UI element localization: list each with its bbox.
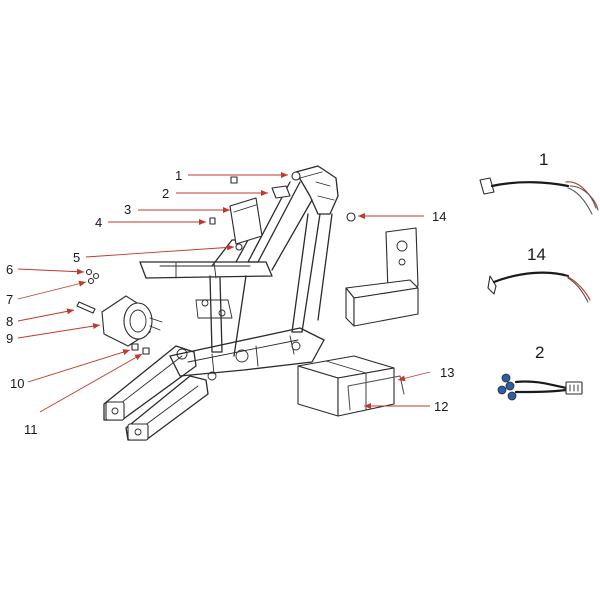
callout-12: 12 bbox=[434, 399, 448, 414]
callout-13: 13 bbox=[440, 365, 454, 380]
callout-labels: 1 2 3 4 5 6 7 8 9 10 11 12 13 14 bbox=[6, 168, 454, 437]
callout-5: 5 bbox=[73, 250, 80, 265]
inset-part-14: 14 bbox=[487, 245, 591, 303]
leader-6 bbox=[17, 268, 85, 275]
callout-10: 10 bbox=[10, 376, 24, 391]
callout-7: 7 bbox=[6, 292, 13, 307]
leader-7 bbox=[17, 280, 87, 300]
leader-9 bbox=[17, 323, 101, 339]
motor bbox=[101, 295, 163, 347]
leader-13 bbox=[397, 371, 431, 382]
leader-5 bbox=[85, 244, 235, 258]
inset-part-2: 2 bbox=[497, 343, 583, 401]
inset-part-1: 1 bbox=[479, 150, 599, 215]
callout-14: 14 bbox=[432, 209, 446, 224]
callout-11: 11 bbox=[24, 422, 38, 437]
battery-tray bbox=[345, 227, 419, 327]
inset-label-1: 1 bbox=[539, 150, 548, 169]
fasteners bbox=[76, 171, 356, 355]
leader-10 bbox=[27, 349, 131, 383]
batteries bbox=[297, 355, 405, 417]
callout-leaders bbox=[17, 172, 431, 413]
inset-label-2: 2 bbox=[535, 343, 544, 362]
callout-4: 4 bbox=[95, 215, 102, 230]
callout-3: 3 bbox=[124, 202, 131, 217]
leader-11 bbox=[39, 353, 143, 413]
callout-6: 6 bbox=[6, 262, 13, 277]
leader-8 bbox=[17, 308, 75, 322]
callout-9: 9 bbox=[6, 331, 13, 346]
controller-box bbox=[229, 197, 263, 245]
callout-8: 8 bbox=[6, 314, 13, 329]
callout-1: 1 bbox=[175, 168, 182, 183]
inset-label-14: 14 bbox=[527, 245, 546, 264]
callout-2: 2 bbox=[162, 186, 169, 201]
